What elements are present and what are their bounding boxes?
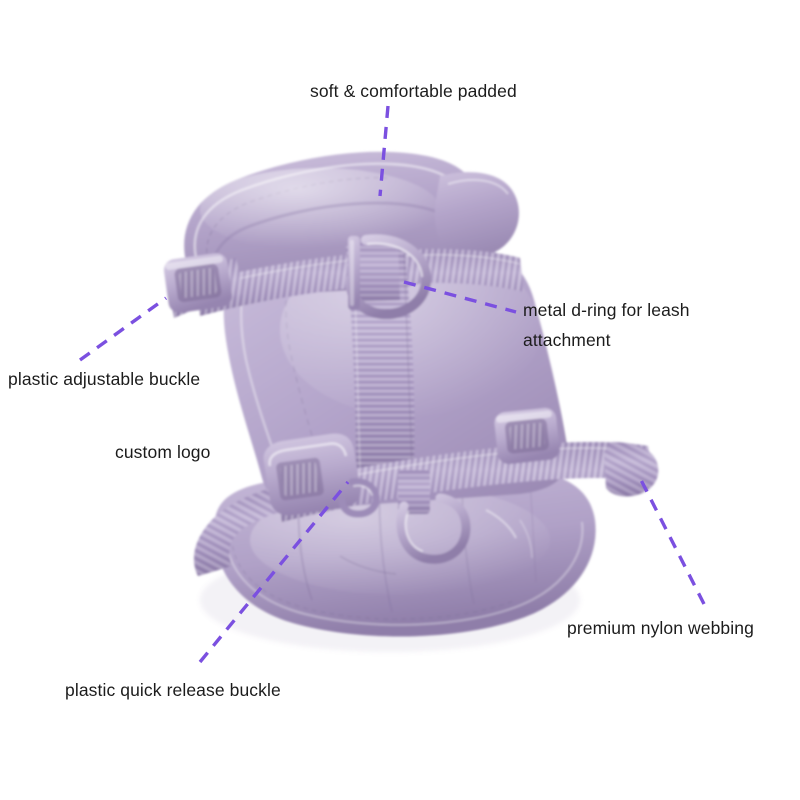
leader-line-adjustable-buckle [79, 296, 167, 362]
callout-adjustable-buckle: plastic adjustable buckle [8, 369, 201, 389]
leader-line-nylon-webbing [638, 477, 706, 605]
leader-lines [79, 105, 706, 664]
callout-soft-padded: soft & comfortable padded [310, 81, 517, 101]
callout-custom-logo: custom logo [115, 442, 211, 462]
callout-metal-d-ring-line2: attachment [523, 330, 611, 350]
callout-quick-release-buckle: plastic quick release buckle [65, 680, 281, 700]
leader-line-quick-release [198, 480, 350, 664]
leader-line-soft-padded [378, 105, 390, 197]
callout-nylon-webbing: premium nylon webbing [567, 618, 754, 638]
callout-metal-d-ring-line1: metal d-ring for leash [523, 300, 690, 320]
callout-metal-d-ring: metal d-ring for leash attachment [523, 295, 690, 355]
